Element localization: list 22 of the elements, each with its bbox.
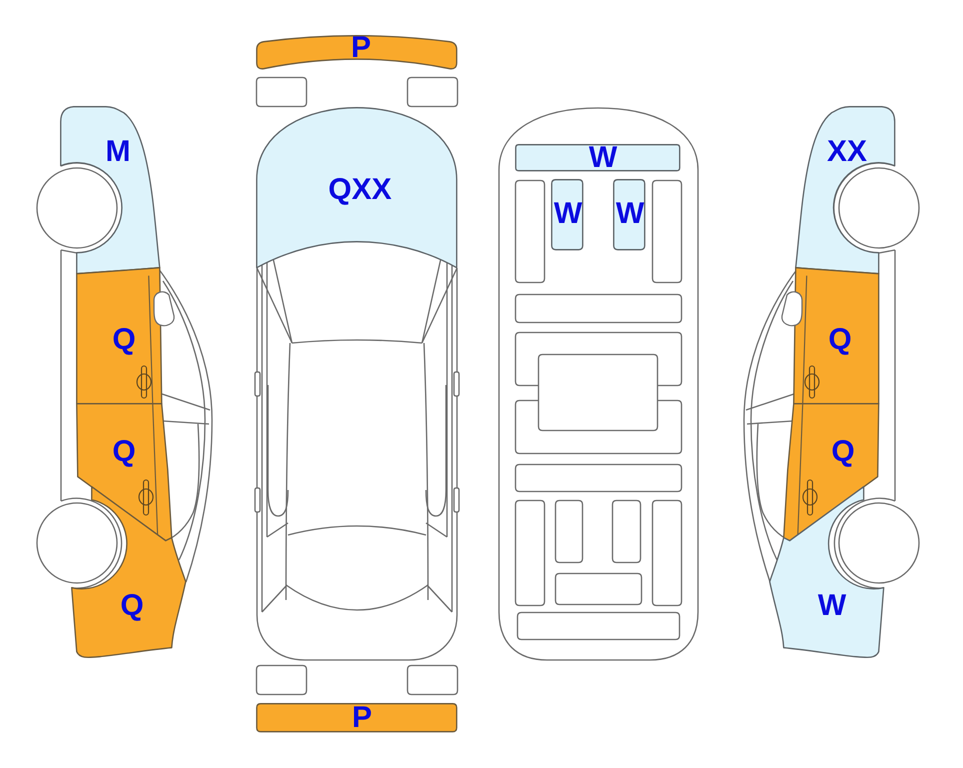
quarter-panel (769, 486, 885, 658)
panel-code: XX (826, 140, 867, 164)
door-panel (783, 403, 880, 542)
panel-code: M (105, 140, 130, 164)
quarter-panel (71, 486, 187, 658)
fender-panel (60, 106, 161, 275)
panel-code: W (818, 594, 846, 618)
panel-code: W (616, 202, 644, 226)
bumper-panel (256, 35, 458, 70)
hood-panel (256, 107, 458, 269)
door-panel (76, 403, 173, 542)
door-panel (793, 267, 880, 405)
panel-code: W (554, 202, 582, 226)
roof-panel (551, 179, 584, 251)
fender-panel (795, 106, 896, 275)
windshield-panel (515, 144, 681, 172)
bumper-panel (256, 703, 458, 733)
panel-code: P (350, 36, 371, 60)
roof-panel (613, 179, 646, 251)
panel-code: P (352, 706, 372, 730)
door-panel (76, 267, 163, 405)
panel-code: W (588, 146, 618, 170)
